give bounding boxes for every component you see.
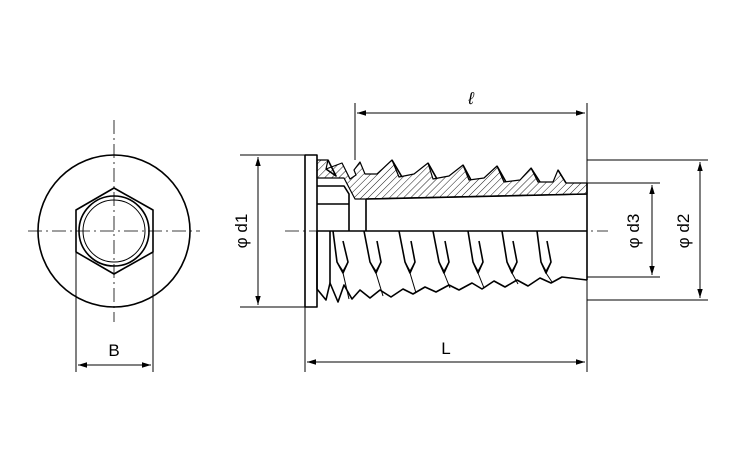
lower-body-inner [317,230,366,283]
dimension-d1: φ d1 [232,154,305,308]
dimension-B: B [75,252,154,372]
label-d2: φ d2 [674,214,693,249]
label-B: B [108,341,119,360]
dimension-d2: φ d2 [587,159,708,301]
counterbore [317,185,350,231]
lower-body [316,231,588,303]
upper-section-hatched [316,159,588,200]
upper-thread-crests [325,159,567,184]
label-d1: φ d1 [232,214,251,249]
label-l: ℓ [467,89,474,108]
bore-upper-wall [365,193,588,231]
thread-teeth [332,230,552,274]
dimension-d3: φ d3 [587,182,660,278]
label-d3: φ d3 [624,214,643,249]
label-L: L [441,339,450,358]
end-view [28,120,200,322]
thread-helix-lines [342,272,553,300]
side-view [285,154,608,308]
dimension-l: ℓ [354,89,588,160]
dimension-L: L [304,280,588,372]
